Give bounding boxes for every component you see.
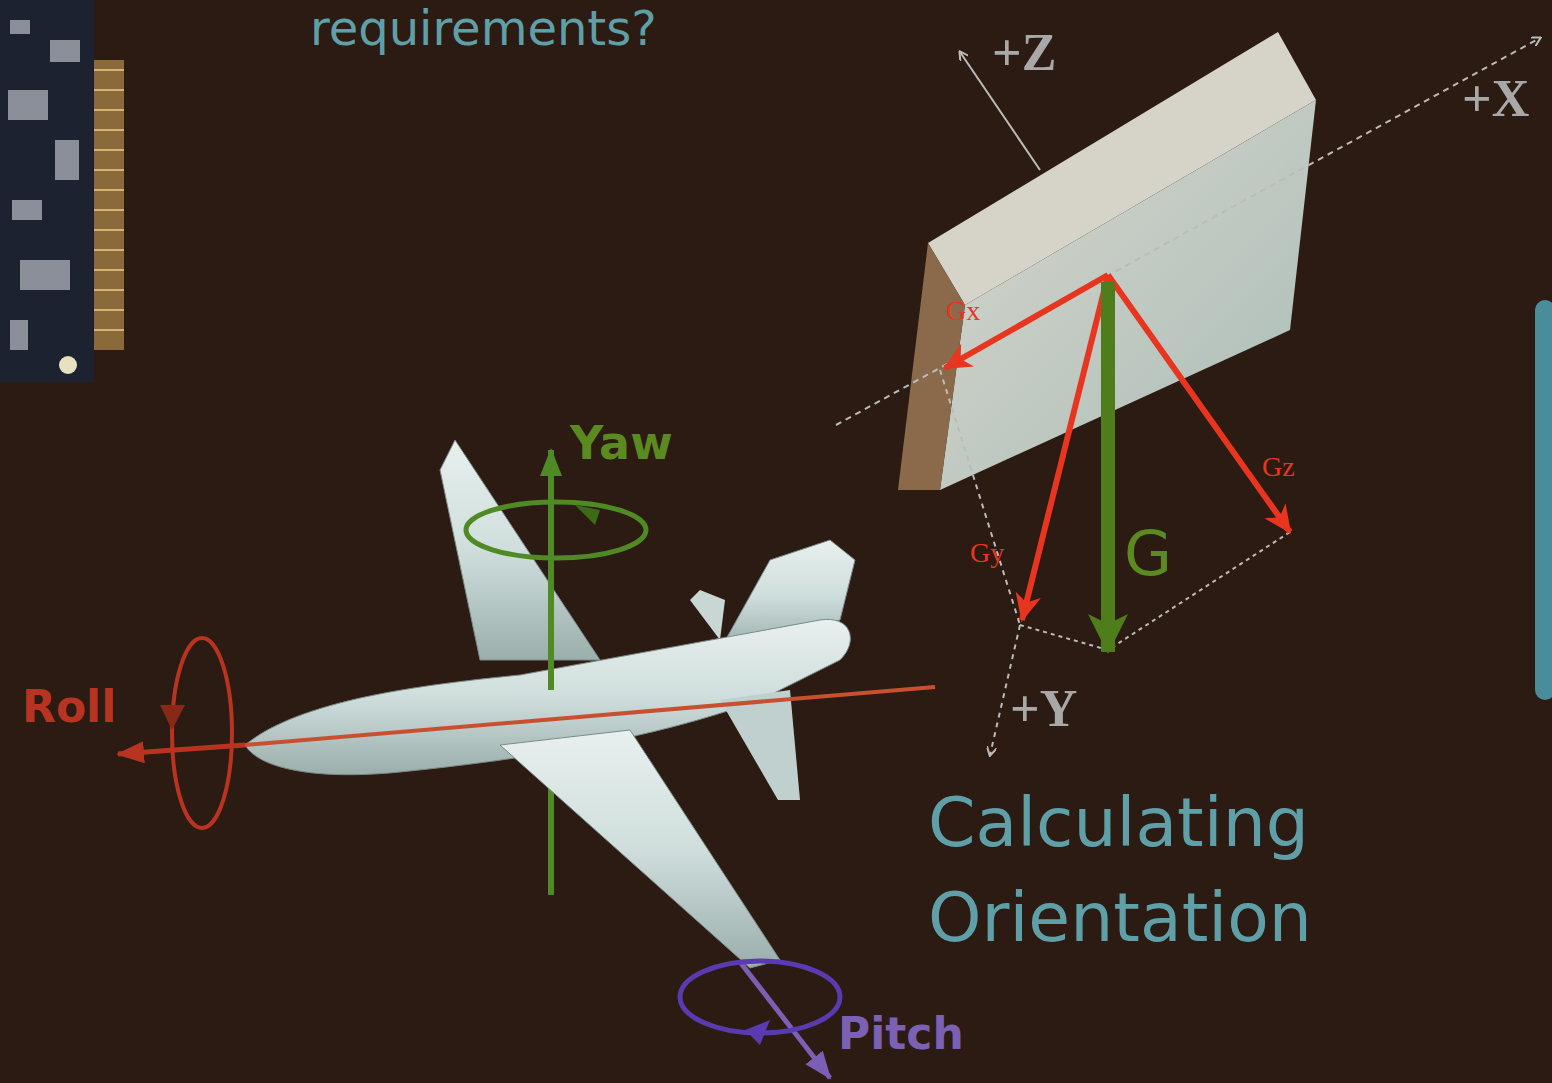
axis-label: +Z	[992, 24, 1056, 81]
circuit-board	[0, 0, 94, 382]
circuit-board	[94, 70, 124, 330]
slide-heading: requirements?	[310, 2, 657, 55]
circuit-board	[94, 169, 124, 171]
axes	[836, 38, 1540, 425]
circuit-board	[94, 189, 124, 191]
circuit-board	[12, 200, 42, 220]
axes	[836, 38, 1540, 755]
airplane	[745, 1020, 770, 1045]
sensor-block	[898, 243, 965, 490]
gravity-vectors	[1101, 282, 1115, 652]
axis-label: +Y	[1010, 680, 1077, 737]
circuit-board	[94, 60, 124, 350]
circuit-board	[0, 0, 124, 382]
airplane	[118, 440, 935, 1078]
airplane	[500, 730, 780, 968]
circuit-board	[94, 269, 124, 271]
vector-label: Gz	[1262, 452, 1295, 483]
circuit-board	[94, 249, 124, 251]
caption-text: Calculating Orientation	[928, 775, 1398, 965]
gravity-vectors	[945, 275, 1108, 368]
airplane	[680, 961, 840, 1033]
side-bar	[1535, 300, 1552, 700]
circuit-board	[94, 289, 124, 291]
circuit-board	[8, 90, 48, 120]
circuit-board	[94, 309, 124, 311]
circuit-board	[59, 356, 77, 374]
circuit-board	[10, 320, 28, 350]
circuit-board	[94, 149, 124, 151]
vector-label: G	[1124, 520, 1172, 588]
airplane	[440, 440, 600, 660]
airplane	[575, 505, 600, 525]
gravity-vectors	[1108, 275, 1290, 532]
circuit-board	[55, 140, 79, 180]
gravity-vectors	[1022, 275, 1108, 620]
axis-label: +X	[1462, 70, 1529, 127]
airplane	[720, 690, 800, 800]
sensor-block	[940, 100, 1316, 490]
circuit-board	[94, 89, 124, 91]
rotation-label: Yaw	[570, 418, 673, 469]
circuit-board	[94, 329, 124, 331]
airplane	[690, 590, 725, 640]
airplane	[172, 638, 232, 828]
axes	[940, 370, 1020, 625]
airplane	[160, 705, 185, 730]
circuit-board	[94, 69, 124, 71]
rotation-label: Pitch	[838, 1010, 964, 1058]
circuit-board	[94, 209, 124, 211]
airplane	[245, 687, 935, 745]
circuit-board	[10, 20, 30, 34]
circuit-board	[20, 260, 70, 290]
rotation-label: Roll	[22, 683, 116, 731]
circuit-board	[94, 129, 124, 131]
circuit-board	[94, 109, 124, 111]
airplane	[118, 745, 245, 754]
circuit-board	[8, 20, 80, 350]
airplane	[466, 502, 646, 558]
circuit-board	[50, 40, 80, 62]
airplane	[548, 450, 554, 690]
vector-label: Gy	[970, 538, 1004, 569]
circuit-board	[94, 229, 124, 231]
gravity-vectors	[945, 275, 1290, 652]
vector-label: Gx	[946, 296, 980, 327]
